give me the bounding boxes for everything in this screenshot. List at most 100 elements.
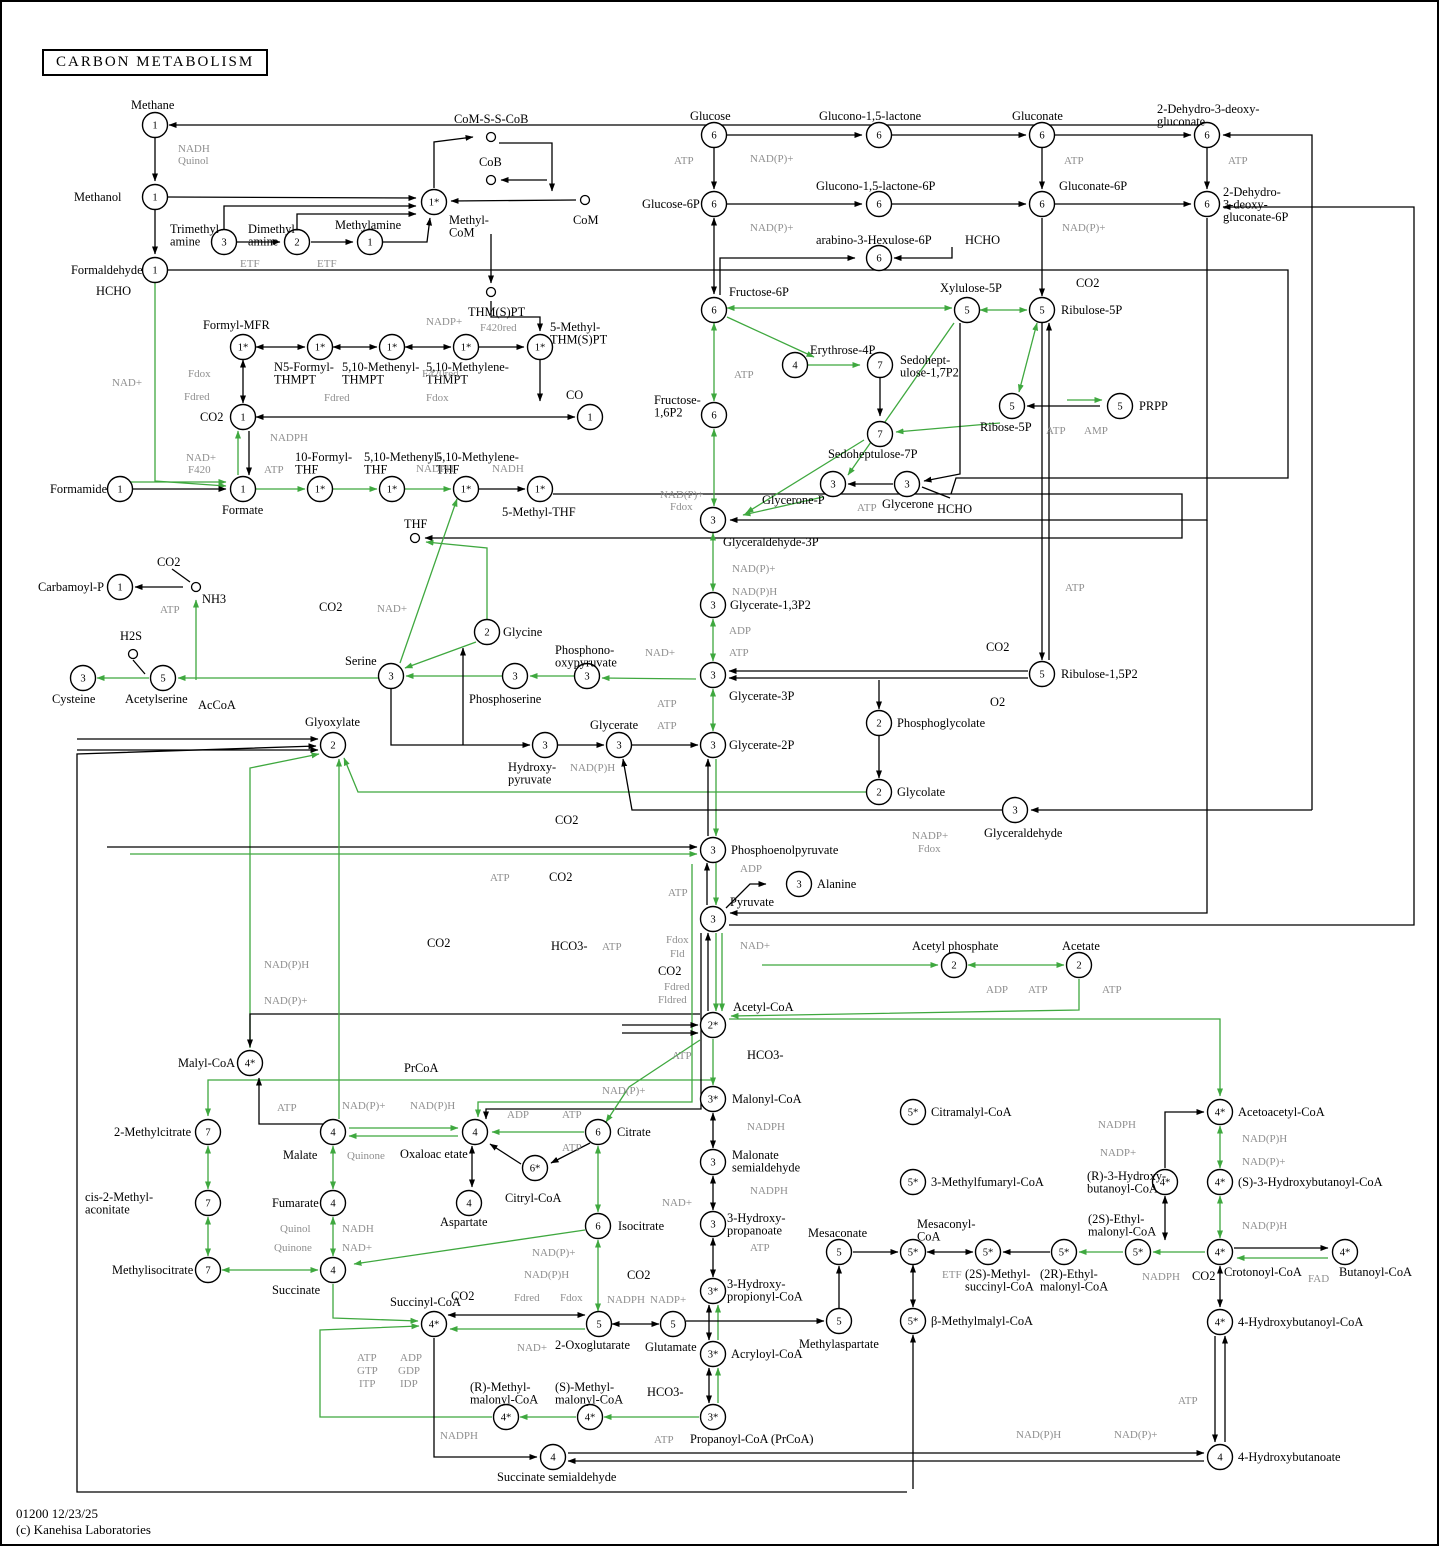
enzyme-node[interactable]: 3	[573, 662, 601, 690]
enzyme-node[interactable]: 6	[865, 190, 893, 218]
enzyme-node[interactable]: 3	[210, 228, 238, 256]
enzyme-node[interactable]: 7	[194, 1118, 222, 1146]
enzyme-node[interactable]: 5	[825, 1238, 853, 1266]
enzyme-node[interactable]: 1*	[420, 188, 448, 216]
enzyme-node[interactable]: 5*	[899, 1238, 927, 1266]
enzyme-node[interactable]: 1	[141, 183, 169, 211]
enzyme-node[interactable]: 3*	[699, 1277, 727, 1305]
compound-dot[interactable]	[579, 194, 591, 206]
enzyme-node[interactable]: 4*	[1331, 1238, 1359, 1266]
enzyme-node[interactable]: 3	[819, 470, 847, 498]
enzyme-node[interactable]: 1*	[378, 333, 406, 361]
enzyme-node[interactable]: 3	[699, 905, 727, 933]
enzyme-node[interactable]: 1*	[526, 333, 554, 361]
enzyme-node[interactable]: 3	[69, 664, 97, 692]
enzyme-node[interactable]: 3*	[699, 1340, 727, 1368]
enzyme-node[interactable]: 3*	[699, 1403, 727, 1431]
enzyme-node[interactable]: 5	[659, 1310, 687, 1338]
enzyme-node[interactable]: 6	[584, 1212, 612, 1240]
enzyme-node[interactable]: 6	[1028, 190, 1056, 218]
enzyme-node[interactable]: 1*	[526, 475, 554, 503]
enzyme-node[interactable]: 7	[866, 420, 894, 448]
compound-dot[interactable]	[190, 581, 202, 593]
enzyme-node[interactable]: 4	[539, 1443, 567, 1471]
enzyme-node[interactable]: 3	[531, 731, 559, 759]
enzyme-node[interactable]: 4*	[1206, 1238, 1234, 1266]
enzyme-node[interactable]: 5*	[974, 1238, 1002, 1266]
enzyme-node[interactable]: 1	[229, 475, 257, 503]
compound-dot[interactable]	[485, 131, 497, 143]
enzyme-node[interactable]: 1*	[452, 475, 480, 503]
enzyme-node[interactable]: 5*	[899, 1307, 927, 1335]
enzyme-node[interactable]: 4	[781, 351, 809, 379]
enzyme-node[interactable]: 1	[229, 403, 257, 431]
enzyme-node[interactable]: 5	[998, 392, 1026, 420]
enzyme-node[interactable]: 4	[455, 1189, 483, 1217]
enzyme-node[interactable]: 4*	[1206, 1308, 1234, 1336]
enzyme-node[interactable]: 2	[319, 731, 347, 759]
enzyme-node[interactable]: 1	[356, 228, 384, 256]
enzyme-node[interactable]: 2	[940, 951, 968, 979]
enzyme-node[interactable]: 4*	[576, 1403, 604, 1431]
enzyme-node[interactable]: 3	[699, 731, 727, 759]
enzyme-node[interactable]: 1	[576, 403, 604, 431]
enzyme-node[interactable]: 6	[865, 244, 893, 272]
enzyme-node[interactable]: 4	[319, 1118, 347, 1146]
enzyme-node[interactable]: 4	[319, 1256, 347, 1284]
enzyme-node[interactable]: 1*	[229, 333, 257, 361]
enzyme-node[interactable]: 5	[1028, 660, 1056, 688]
enzyme-node[interactable]: 4	[461, 1118, 489, 1146]
enzyme-node[interactable]: 5	[585, 1310, 613, 1338]
enzyme-node[interactable]: 4*	[420, 1310, 448, 1338]
enzyme-node[interactable]: 6*	[521, 1154, 549, 1182]
enzyme-node[interactable]: 1	[141, 256, 169, 284]
enzyme-node[interactable]: 6	[865, 121, 893, 149]
enzyme-node[interactable]: 6	[584, 1118, 612, 1146]
enzyme-node[interactable]: 3	[699, 836, 727, 864]
enzyme-node[interactable]: 5	[149, 664, 177, 692]
enzyme-node[interactable]: 4	[319, 1189, 347, 1217]
enzyme-node[interactable]: 6	[1193, 190, 1221, 218]
enzyme-node[interactable]: 3	[699, 506, 727, 534]
enzyme-node[interactable]: 3	[893, 470, 921, 498]
enzyme-node[interactable]: 6	[700, 190, 728, 218]
compound-dot[interactable]	[127, 648, 139, 660]
enzyme-node[interactable]: 1*	[452, 333, 480, 361]
enzyme-node[interactable]: 1	[106, 475, 134, 503]
enzyme-node[interactable]: 5	[953, 296, 981, 324]
enzyme-node[interactable]: 3	[785, 870, 813, 898]
enzyme-node[interactable]: 3	[699, 1210, 727, 1238]
enzyme-node[interactable]: 3	[699, 1148, 727, 1176]
enzyme-node[interactable]: 2	[283, 228, 311, 256]
enzyme-node[interactable]: 3	[605, 731, 633, 759]
enzyme-node[interactable]: 7	[866, 351, 894, 379]
enzyme-node[interactable]: 4*	[236, 1049, 264, 1077]
compound-dot[interactable]	[409, 532, 421, 544]
enzyme-node[interactable]: 6	[1193, 121, 1221, 149]
enzyme-node[interactable]: 3	[377, 662, 405, 690]
enzyme-node[interactable]: 6	[700, 401, 728, 429]
enzyme-node[interactable]: 2*	[699, 1011, 727, 1039]
enzyme-node[interactable]: 4	[1206, 1443, 1234, 1471]
enzyme-node[interactable]: 4*	[1206, 1098, 1234, 1126]
enzyme-node[interactable]: 5	[825, 1307, 853, 1335]
enzyme-node[interactable]: 4*	[1151, 1168, 1179, 1196]
enzyme-node[interactable]: 7	[194, 1256, 222, 1284]
enzyme-node[interactable]: 5*	[1050, 1238, 1078, 1266]
enzyme-node[interactable]: 3	[699, 661, 727, 689]
enzyme-node[interactable]: 5*	[899, 1098, 927, 1126]
enzyme-node[interactable]: 7	[194, 1189, 222, 1217]
enzyme-node[interactable]: 4*	[492, 1403, 520, 1431]
enzyme-node[interactable]: 1*	[306, 333, 334, 361]
enzyme-node[interactable]: 6	[1028, 121, 1056, 149]
enzyme-node[interactable]: 6	[700, 121, 728, 149]
enzyme-node[interactable]: 3	[699, 591, 727, 619]
enzyme-node[interactable]: 5*	[1124, 1238, 1152, 1266]
compound-dot[interactable]	[485, 286, 497, 298]
enzyme-node[interactable]: 3	[501, 662, 529, 690]
enzyme-node[interactable]: 2	[865, 709, 893, 737]
enzyme-node[interactable]: 5	[1028, 296, 1056, 324]
compound-dot[interactable]	[485, 174, 497, 186]
enzyme-node[interactable]: 6	[700, 296, 728, 324]
enzyme-node[interactable]: 1	[106, 573, 134, 601]
